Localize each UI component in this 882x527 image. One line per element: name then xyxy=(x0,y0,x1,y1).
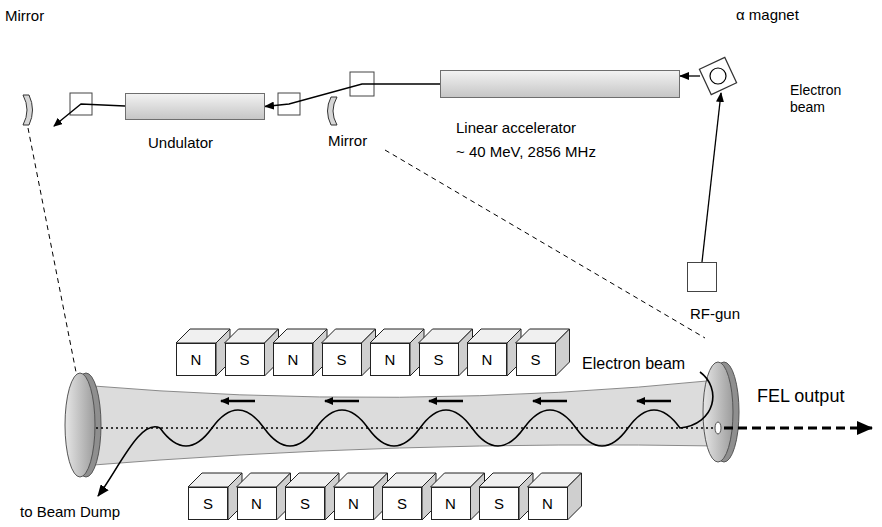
beam-loop xyxy=(710,68,726,84)
mirror-disc xyxy=(703,362,733,462)
pole-letter: S xyxy=(336,351,346,369)
shape-outline xyxy=(324,96,340,126)
magnet-pole: N xyxy=(237,487,277,520)
beam-line xyxy=(702,93,721,262)
beam-label: Electron beam xyxy=(582,354,685,373)
pole-letter: N xyxy=(348,495,359,513)
outcoupling-hole xyxy=(715,422,721,434)
illustration-part xyxy=(221,400,255,403)
magnet-bottom-faces xyxy=(188,473,582,520)
linac-bar: Linear accelerator~ 40 MeV, 2856 MHz xyxy=(440,70,680,98)
magnet-pole: S xyxy=(225,343,265,376)
magnet-outline xyxy=(699,57,736,94)
magnet-pole: N xyxy=(370,343,410,376)
illustration-part xyxy=(556,329,570,376)
mirror-outline xyxy=(23,95,33,125)
optical-axis xyxy=(96,427,714,429)
pole-letter: N xyxy=(542,495,553,513)
optical-mode xyxy=(80,380,718,466)
node-label: RF-gun xyxy=(690,305,740,323)
velocity-arrows xyxy=(221,400,671,403)
node-label: α magnet xyxy=(736,6,799,24)
shape-outline xyxy=(20,94,36,126)
magnet-pole: N xyxy=(431,487,471,520)
magnet-pole: N xyxy=(176,343,216,376)
illustration-part xyxy=(568,473,582,520)
beam-dump-label: to Beam Dump xyxy=(20,503,120,521)
magnet-pole: S xyxy=(188,487,228,520)
pole-letter: S xyxy=(494,495,504,513)
zoom-line xyxy=(385,150,705,338)
pole-letter: S xyxy=(203,495,213,513)
shape-outline xyxy=(698,56,738,96)
mirror: Mirror xyxy=(20,94,36,126)
illustration-part xyxy=(533,400,567,403)
pole-letter: N xyxy=(482,351,493,369)
node-label: Undulator xyxy=(148,134,213,152)
illustration-part xyxy=(637,400,671,403)
pole-letter: N xyxy=(191,351,202,369)
illustration-part xyxy=(325,400,359,403)
pole-letter: S xyxy=(433,351,443,369)
zoom-line xyxy=(28,128,76,372)
pole-letter: N xyxy=(445,495,456,513)
magnet-pole: S xyxy=(516,343,556,376)
magnet-top-faces xyxy=(176,329,570,376)
illustration-part xyxy=(429,400,463,403)
fel-output-arrow xyxy=(724,427,872,430)
undulator-bar: Undulator xyxy=(125,93,265,120)
mirror-outline xyxy=(328,97,338,125)
node-label: Mirror xyxy=(328,132,367,150)
magnet-pole: S xyxy=(285,487,325,520)
pole-letter: S xyxy=(530,351,540,369)
node-label: ~ 40 MeV, 2856 MHz xyxy=(456,143,596,161)
magnet-pole: N xyxy=(273,343,313,376)
beam-line xyxy=(265,84,440,107)
magnet-pole: S xyxy=(479,487,519,520)
pole-letter: S xyxy=(239,351,249,369)
alpha-magnet: α magnet xyxy=(698,56,738,96)
pole-letter: S xyxy=(300,495,310,513)
pole-letter: N xyxy=(385,351,396,369)
beam-line xyxy=(680,75,700,76)
electron-trajectory xyxy=(98,372,713,496)
pole-letter: N xyxy=(288,351,299,369)
magnet-pole: S xyxy=(419,343,459,376)
magnet-pole: S xyxy=(322,343,362,376)
pole-letter: S xyxy=(397,495,407,513)
magnet-pole: N xyxy=(528,487,568,520)
beam-exit xyxy=(54,104,125,126)
beam-label: Electron beam xyxy=(790,82,854,116)
node-label: Linear accelerator xyxy=(456,119,576,137)
magnet-pole: N xyxy=(467,343,507,376)
pole-letter: N xyxy=(251,495,262,513)
magnet-pole: S xyxy=(382,487,422,520)
mirror-disc xyxy=(65,373,95,477)
mirror: Mirror xyxy=(324,96,340,126)
magnet-pole: N xyxy=(334,487,374,520)
node-label: Mirror xyxy=(5,7,44,25)
rf-gun-box: RF-gun xyxy=(687,262,717,292)
output-label: FEL output xyxy=(757,386,844,408)
